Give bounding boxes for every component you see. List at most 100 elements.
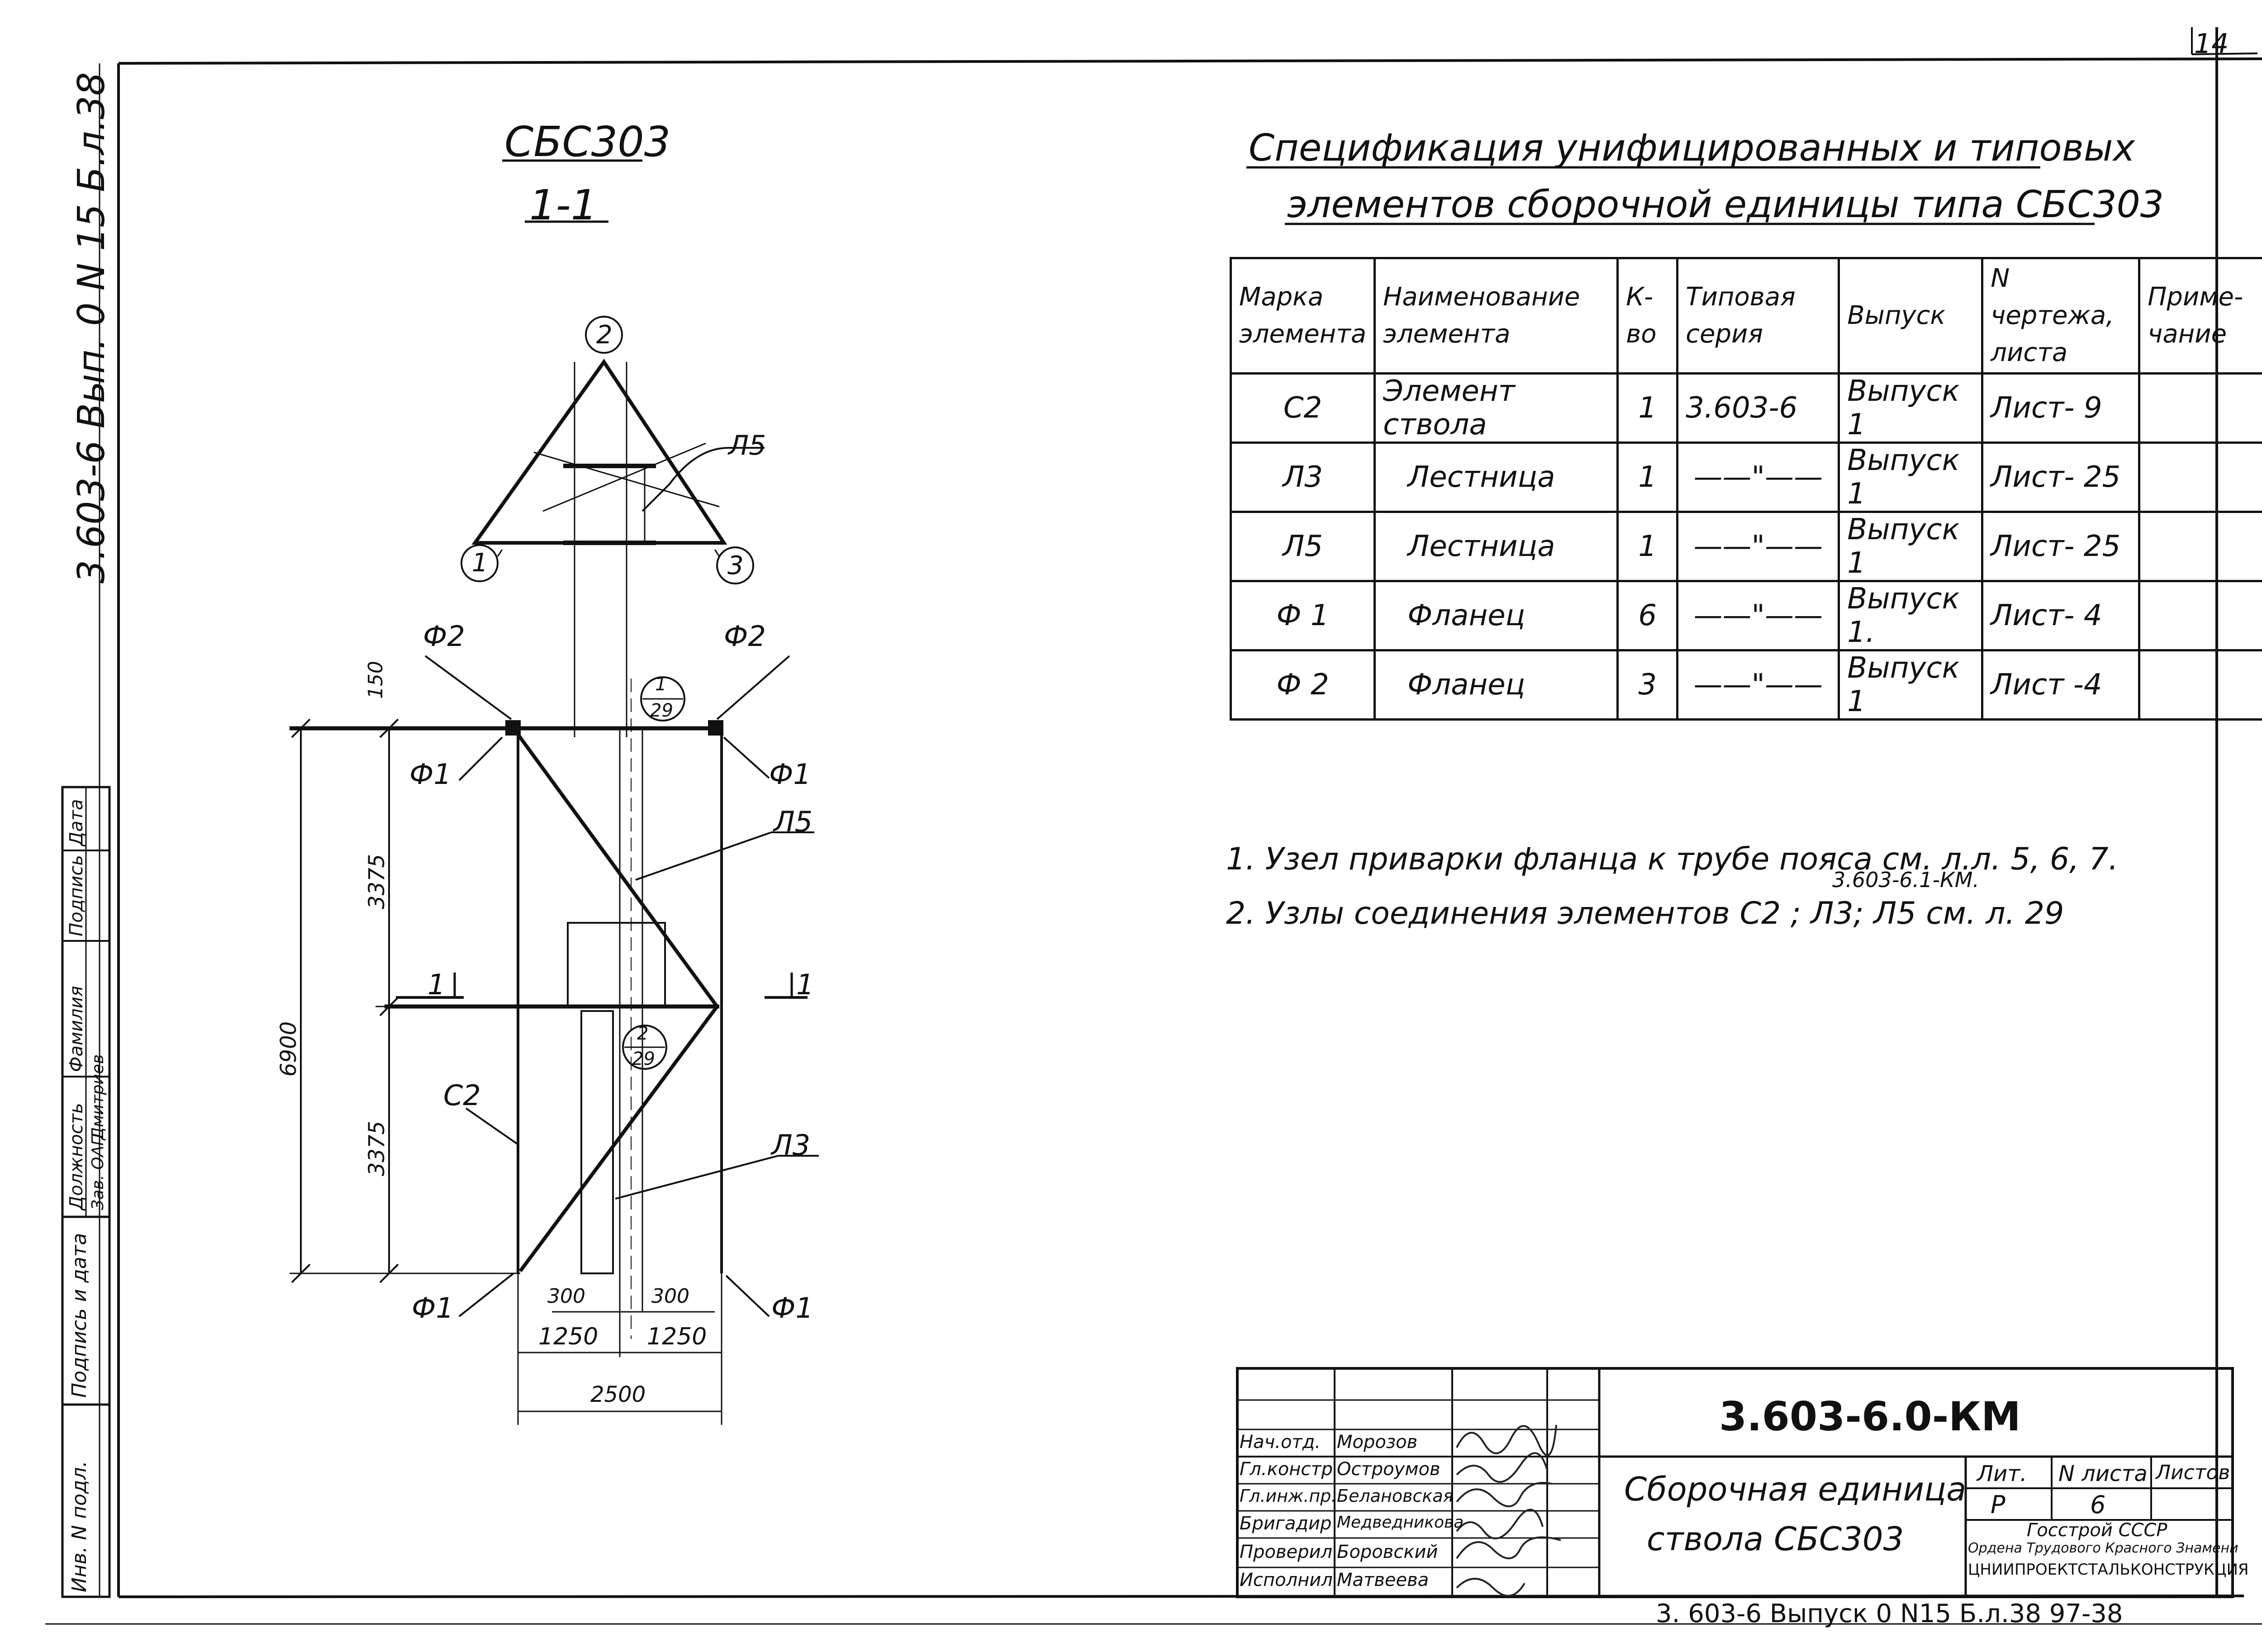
table-row: Л3 Лестница 1 ——"—— Выпуск 1 Лист- 25 [1229,441,2262,513]
spec-title-line1: Спецификация унифицированных и типовых [1249,127,2135,170]
sheet-value: 6 [2090,1491,2106,1519]
dim-total: 6900 [276,1021,301,1077]
table-row: С2 Элемент ствола 1 3.603-6 Выпуск 1 Лис… [1229,372,2262,444]
spec-title-line2: элементов сборочной единицы типа СБС303 [1287,183,2164,226]
spec-table: Марка элемента Наименование элемента К-в… [1229,257,2262,721]
table-row: Ф 2 Фланец 3 ——"—— Выпуск 1 Лист -4 [1229,649,2262,721]
detail-ref-sheet: 29 [650,700,673,721]
cell-issue: Выпуск 1 [1838,511,1984,582]
approval-block-frame [61,786,111,1598]
callout-l5-side: Л5 [774,805,813,838]
staff-role: Проверил [1240,1542,1333,1562]
cell-name: Фланец [1373,580,1619,651]
cell-issue: Выпуск 1 [1838,372,1984,444]
node-label: 3 [727,551,744,580]
staff-name: Белановская [1337,1486,1454,1506]
cell-issue: Выпуск 1 [1838,441,1984,513]
approval-position-1: Зав. ОАП [89,1133,107,1210]
cell-issue: Выпуск 1. [1838,580,1984,651]
cell-mark: С2 [1229,372,1376,444]
dim-upper: 3375 [364,854,390,909]
staff-name: Матвеева [1337,1570,1429,1590]
cell-note [2138,511,2262,582]
side-elevation [290,655,819,1339]
dim-1250-left: 1250 [538,1323,599,1350]
cell-mark: Л3 [1229,441,1376,513]
side-stamp: 3.603-6 Вып. 0 N 15 Б.л.38 [70,72,113,584]
cell-qty: 1 [1616,441,1679,513]
stage-value: Р [1991,1491,2005,1519]
col-name: Наименование элемента [1373,257,1619,375]
note-2: 2. Узлы соединения элементов С2 ; Л3; Л5… [1226,896,2064,931]
cell-mark: Л5 [1229,511,1376,582]
cell-sheet: Лист -4 [1981,649,2141,721]
col-sheet: N чертежа, листа [1981,257,2141,375]
detail-ref-sheet: 29 [632,1049,655,1069]
sheet-number: 14 [2194,28,2229,60]
cell-sheet: Лист- 4 [1981,580,2141,651]
staff-name: Остроумов [1337,1459,1440,1480]
stage-label: Лит. [1977,1461,2027,1486]
cell-issue: Выпуск 1 [1838,649,1984,721]
cell-qty: 1 [1616,511,1679,582]
callout-f1-bot-right: Ф1 [771,1291,813,1324]
cell-mark: Ф 2 [1229,649,1376,721]
inv-label: Инв. N подл. [68,1461,91,1592]
cell-note [2138,372,2262,444]
staff-name: Боровский [1337,1542,1438,1562]
staff-role: Гл.инж.пр. [1240,1486,1337,1506]
cell-qty: 3 [1616,649,1679,721]
cell-series: ——"—— [1676,511,1840,582]
title-name-line1: Сборочная единица [1624,1470,1967,1508]
staff-role: Бригадир [1240,1513,1332,1534]
dim-top: 150 [364,661,387,699]
dim-2500: 2500 [590,1382,646,1407]
note-1: 1. Узел приварки фланца к трубе пояса см… [1226,841,2119,877]
callout-f2-left: Ф2 [423,620,465,653]
staff-role: Исполнил [1240,1570,1333,1590]
callout-l5-plan: Л5 [728,430,766,461]
col-series: Типовая серия [1676,257,1840,375]
callout-f2-right: Ф2 [724,620,766,653]
staff-name: Медведникова [1337,1513,1464,1532]
spec-header-row: Марка элемента Наименование элемента К-в… [1229,257,2262,375]
drawing-code: 3.603-6.0-КМ [1719,1393,2021,1440]
cell-mark: Ф 1 [1229,580,1376,651]
approval-header-date: Дата [66,799,87,846]
detail-ref-num: 2 [637,1023,649,1044]
col-issue: Выпуск [1838,257,1984,375]
cell-qty: 1 [1616,372,1679,444]
drawing-mark: СБС303 [504,118,671,166]
cell-note [2138,580,2262,651]
cell-series: 3.603-6 [1676,372,1840,444]
staff-role: Нач.отд. [1240,1432,1321,1453]
dim-lower: 3375 [364,1120,390,1176]
section-cut-left: 1 [428,968,446,1001]
table-row: Ф 1 Фланец 6 ——"—— Выпуск 1. Лист- 4 [1229,580,2262,651]
cell-note [2138,649,2262,721]
col-qty: К-во [1616,257,1679,375]
dimension-lines [290,718,722,1425]
cell-sheet: Лист- 9 [1981,372,2141,444]
cell-sheet: Лист- 25 [1981,511,2141,582]
sign-date-label: Подпись и дата [68,1233,91,1398]
callout-f1-bot-left: Ф1 [412,1291,454,1324]
node-label: 1 [472,548,488,578]
cell-series: ——"—— [1676,441,1840,513]
callout-l3-side: Л3 [771,1129,811,1162]
staff-name: Морозов [1337,1432,1418,1453]
note-1-sub: 3.603-6.1-КМ. [1832,868,1980,892]
cell-name: Элемент ствола [1373,372,1619,444]
approval-header-surname: Фамилия [66,986,87,1072]
approval-surname-1: Дмитриев [89,1054,107,1140]
footer-stamp: 3. 603-6 Выпуск 0 N15 Б.л.38 97-38 [1656,1599,2123,1628]
cell-qty: 6 [1616,580,1679,651]
col-note: Приме- чание [2138,257,2262,375]
title-name-line2: ствола СБС303 [1647,1520,1904,1558]
cell-name: Фланец [1373,649,1619,721]
org-line3: ЦНИИПРОЕКТСТАЛЬКОНСТРУКЦИЯ [1968,1561,2249,1579]
cell-name: Лестница [1373,441,1619,513]
dim-300-right: 300 [651,1285,689,1308]
cell-note [2138,441,2262,513]
